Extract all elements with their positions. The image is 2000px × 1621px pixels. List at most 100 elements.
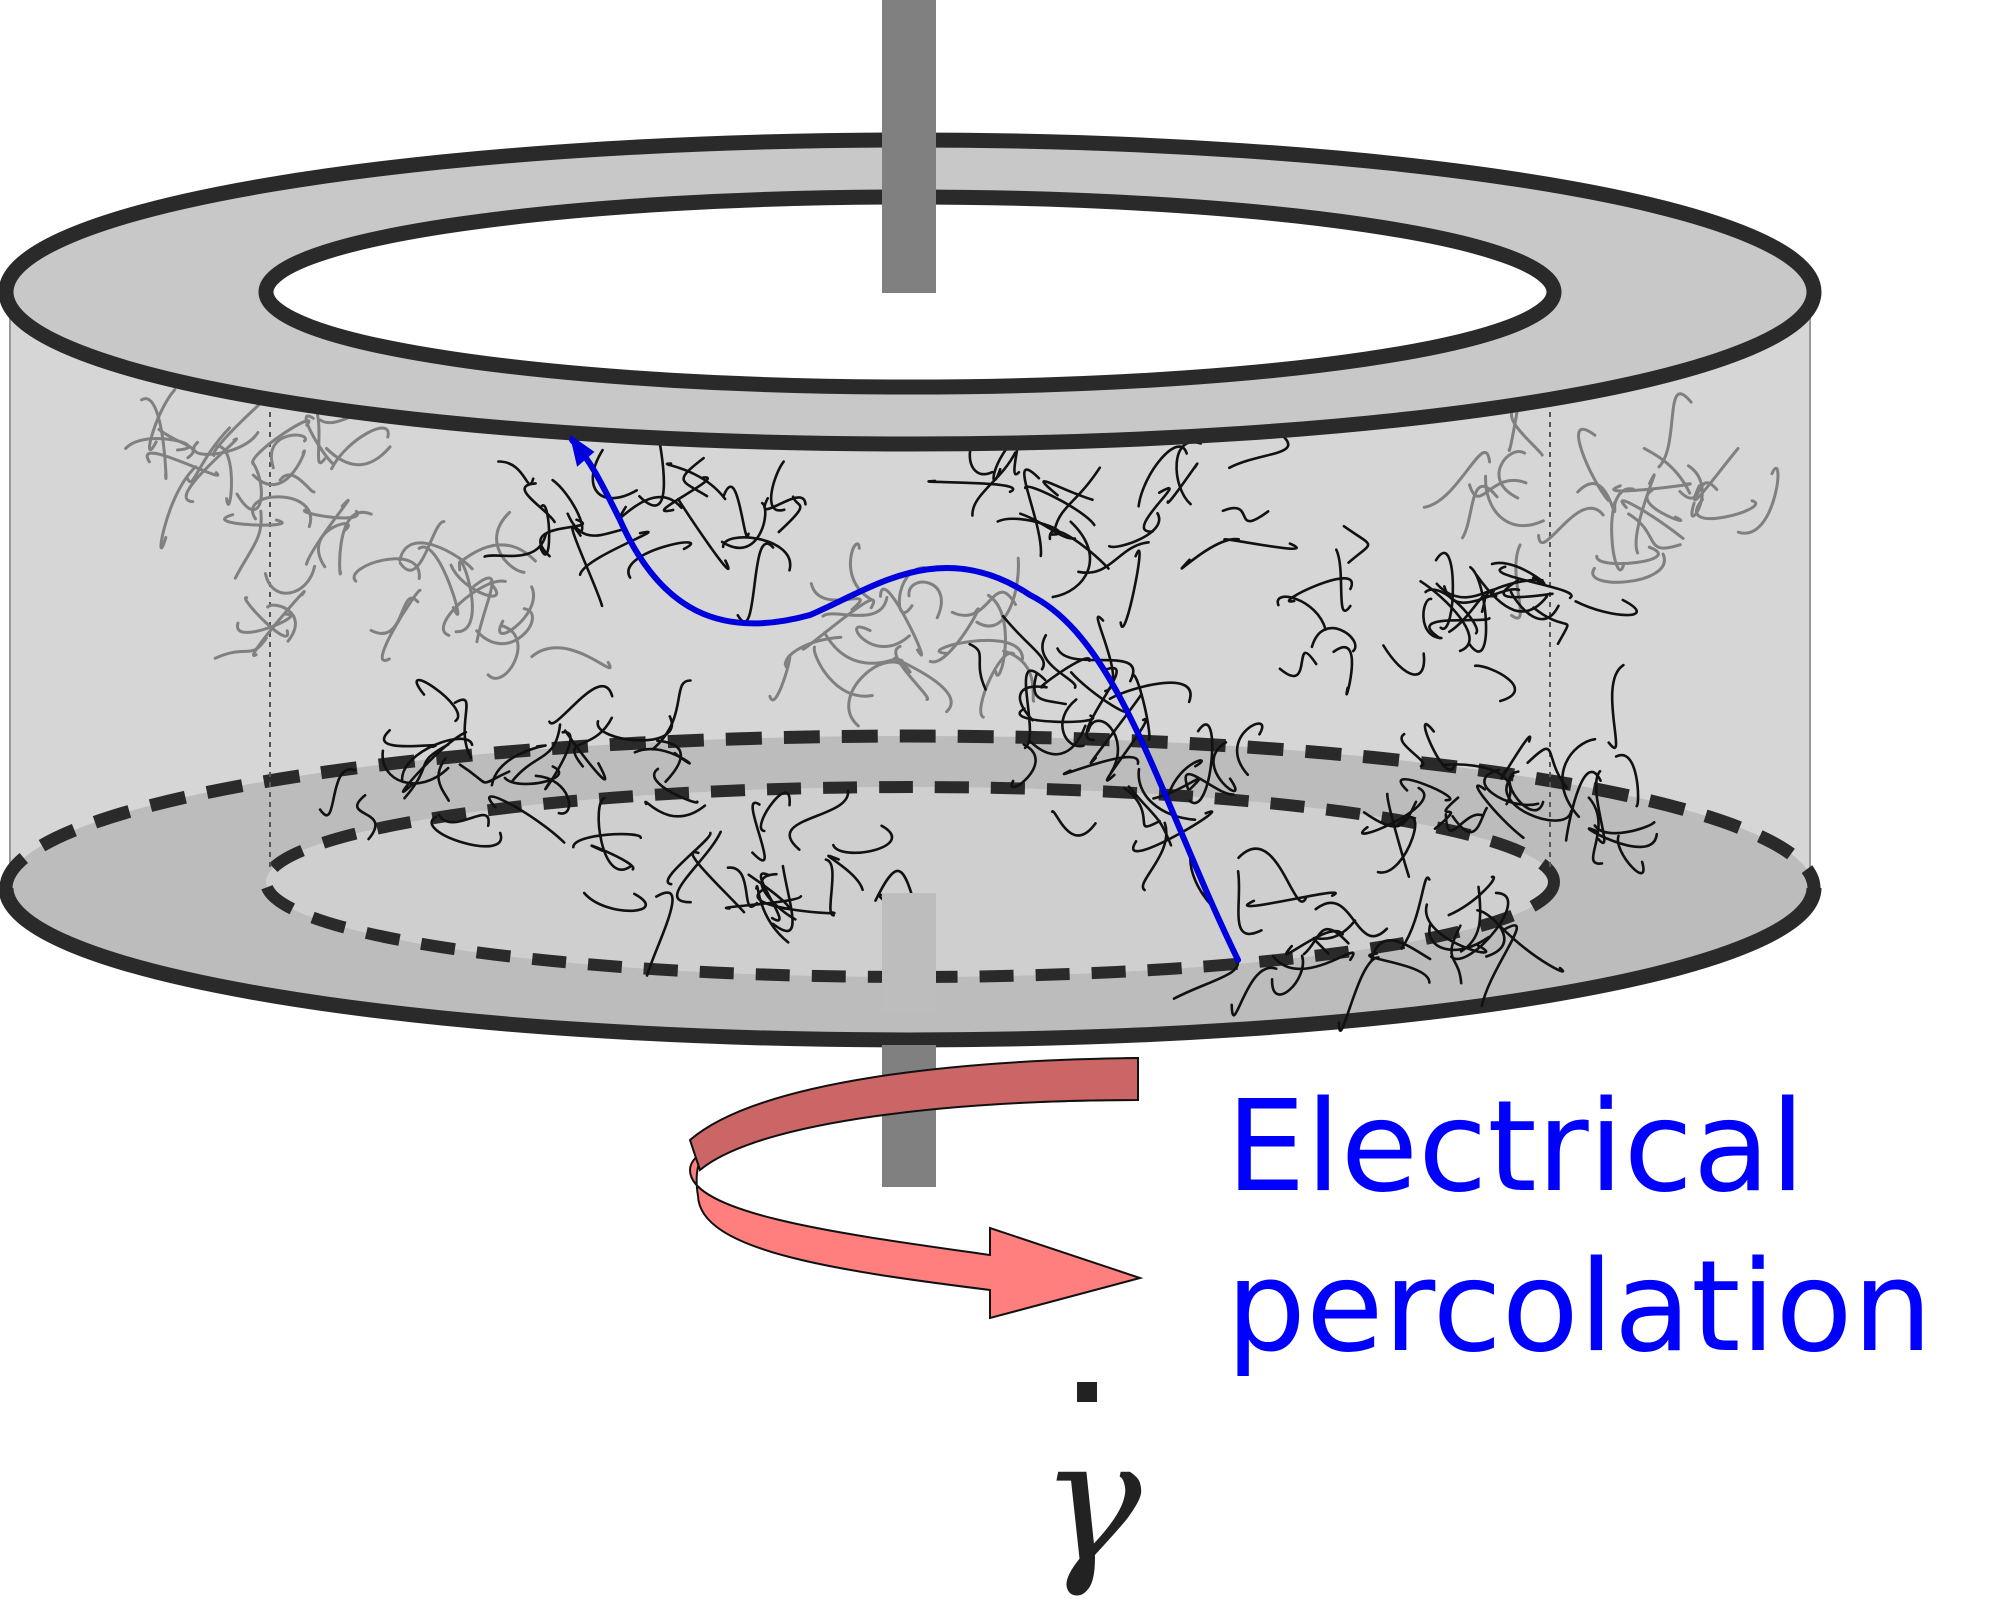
nanotube-strand [1332, 646, 1354, 696]
nanotube-strand [1537, 506, 1605, 545]
nanotube-strand [214, 444, 233, 506]
nanotube-strand [1312, 919, 1357, 955]
nanotube-strand [1400, 876, 1431, 950]
nanotube-strand [140, 397, 168, 480]
nanotube-strand [1028, 724, 1087, 756]
nanotube-strand [475, 607, 534, 646]
nanotube-strand [1314, 901, 1389, 938]
nanotube-strand [1270, 954, 1305, 996]
nanotube-strand [1498, 565, 1573, 600]
nanotube-strand [538, 504, 551, 556]
nanotube-strand [430, 815, 503, 848]
nanotube-strand [691, 850, 746, 914]
nanotube-strand [330, 426, 390, 471]
nanotube-strand [827, 854, 864, 892]
nanotube-strand [1422, 597, 1443, 640]
nanotube-strand [1271, 951, 1355, 971]
nanotube-strand [927, 479, 1015, 494]
nanotube-strand [325, 445, 392, 467]
nanotube-strand [1376, 816, 1417, 874]
nanotube-strand [893, 656, 953, 714]
nanotube-strand [1577, 427, 1610, 502]
nanotube-strand [1736, 466, 1780, 535]
nanotube-strand [235, 460, 263, 512]
nanotube-strand [1564, 770, 1602, 842]
nanotube-strand [1594, 769, 1606, 844]
nanotube-strand [572, 832, 643, 849]
nanotube-strand [278, 473, 316, 494]
nanotube-strand [487, 795, 566, 844]
nanotube-strand [380, 588, 422, 662]
nanotube-strand [1089, 693, 1143, 765]
nanotube-strand [879, 587, 924, 657]
nanotube-strand [1400, 732, 1425, 768]
nanotube-strand [1587, 796, 1604, 865]
nanotube-strand [213, 636, 268, 660]
nanotube-strand [236, 612, 293, 634]
nanotube-strand [1657, 392, 1693, 469]
nanotube-strand [665, 462, 727, 501]
nanotube-strand [1223, 538, 1298, 550]
nanotube-strand [1485, 578, 1544, 598]
agglomerate [1276, 524, 1639, 703]
agglomerate [968, 614, 1192, 789]
nanotube-strand [1245, 891, 1337, 908]
agglomerate [572, 789, 933, 977]
nanotube-strand [1342, 524, 1370, 564]
nanotube-strand [1422, 451, 1492, 509]
nanotube-strand [251, 419, 311, 466]
nanotube-strand [720, 501, 767, 550]
nanotube-strand [572, 716, 614, 768]
nanotube-strand [1612, 482, 1692, 493]
nanotube-strand [1236, 870, 1263, 936]
nanotube-strand [777, 495, 802, 534]
nanotube-strand [627, 541, 693, 579]
nanotube-strand [223, 513, 284, 527]
nanotube-strand [1614, 753, 1640, 808]
nanotube-strand [1033, 671, 1067, 706]
nanotube-strand [1368, 952, 1431, 984]
nanotube-strand [1678, 481, 1719, 500]
nanotube-strand [1142, 486, 1171, 533]
nanotube-strand [338, 510, 373, 576]
nanotube-strand [192, 431, 260, 456]
label-percolation: percolation [1226, 1233, 1932, 1380]
nanotube-strand [1137, 445, 1188, 508]
nanotube-strand [1607, 663, 1625, 750]
nanotube-strand [1085, 666, 1118, 742]
nanotube-strand [563, 729, 607, 781]
nanotube-strand [1137, 767, 1197, 821]
nanotube-strand [1119, 549, 1141, 628]
nanotube-strand [1587, 827, 1659, 849]
percolation-path-line [569, 437, 1241, 963]
nanotube-strand [503, 765, 561, 786]
nanotube-strand [398, 541, 474, 571]
nanotube-strand [645, 891, 674, 977]
bottom-rim-front [0, 887, 1822, 1048]
nanotube-strand [1235, 722, 1264, 777]
nanotube-strand [316, 522, 350, 569]
nanotube-strand [566, 512, 623, 537]
nanotube-strand [1362, 800, 1418, 828]
nanotube-strand [398, 520, 446, 572]
nanotube-strand [472, 576, 494, 644]
nanotube-strand [832, 824, 894, 854]
bottom-inner-edge [260, 781, 1560, 983]
agglomerate [1172, 847, 1565, 1033]
nanotube-strand [1010, 743, 1037, 789]
nanotube-strand [986, 593, 1007, 677]
nanotube-strand [1166, 462, 1199, 504]
nanotube-strand [1490, 561, 1546, 586]
nanotube-strand [1172, 957, 1240, 1000]
nanotube-strand [1620, 499, 1685, 540]
nanotube-strand [1041, 634, 1077, 689]
nanotube-strand [1480, 924, 1518, 1008]
nanotube-strand [548, 685, 614, 725]
nanotube-strand [498, 585, 535, 635]
agglomerate [318, 678, 707, 848]
nanotube-strand [417, 545, 460, 616]
nanotube-strand [726, 866, 759, 908]
nanotube-strand [768, 654, 792, 702]
agglomerate [483, 416, 807, 624]
nanotube-strand [1040, 657, 1091, 689]
